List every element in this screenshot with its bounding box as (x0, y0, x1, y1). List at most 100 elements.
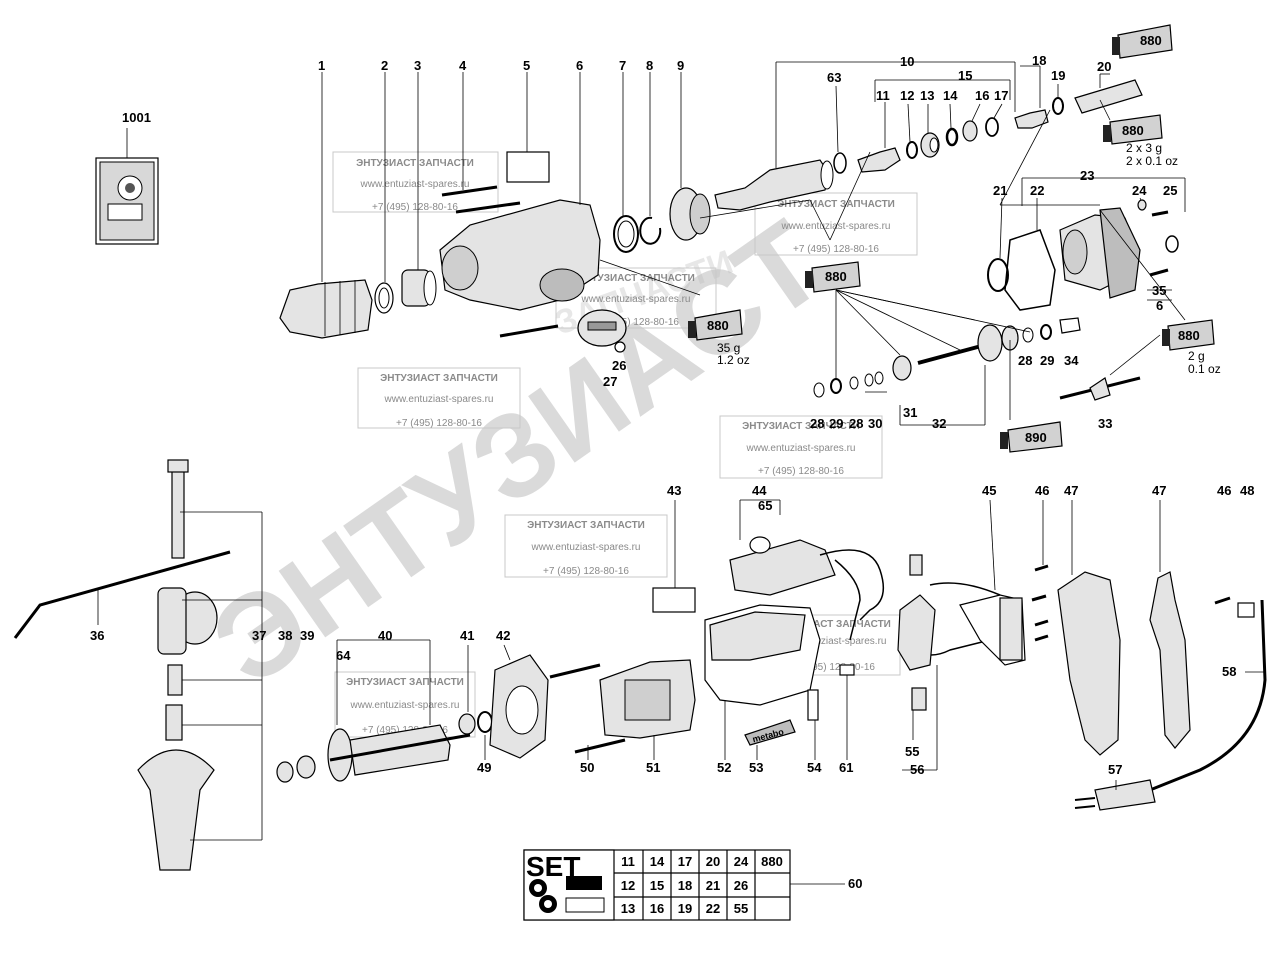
tube-label: 880 (1140, 33, 1162, 48)
leader-lines-grease (599, 99, 1186, 420)
part-7-washer (613, 72, 639, 253)
part-55-56-brush-holders (897, 554, 938, 771)
tube-label: 880 (707, 318, 729, 333)
label-16: 16 (975, 88, 989, 103)
note-qty: 2 x 0.1 oz (1126, 154, 1178, 168)
watermark-title: ЭНТУЗИАСТ ЗАПЧАСТИ (777, 199, 895, 210)
grease-tube: 880 (1162, 319, 1215, 351)
part-24-screw (1137, 197, 1147, 211)
part-10-spindle (714, 61, 1016, 211)
part-5-label (506, 72, 550, 183)
part-32-intermediate-shaft (899, 324, 1019, 426)
set-cell: 16 (650, 901, 664, 916)
label-25: 25 (1163, 183, 1177, 198)
watermark-title: ЭНТУЗИАСТ ЗАПЧАСТИ (577, 273, 695, 284)
part-28-29-30-washers (813, 324, 1052, 398)
part-63-washer (833, 85, 847, 174)
set-cell: 11 (621, 854, 635, 869)
set-cell: 21 (706, 878, 720, 893)
label-9: 9 (677, 58, 684, 73)
label-1001: 1001 (122, 110, 151, 125)
part-27-knob (577, 309, 627, 353)
part-44-switch-cover (729, 499, 836, 596)
note-qty: 2 g (1188, 349, 1205, 363)
set-cell: 15 (650, 878, 664, 893)
part-42-fan-guide (489, 644, 549, 759)
label-53: 53 (749, 760, 763, 775)
part-40-armature (327, 639, 471, 782)
label-33: 33 (1098, 416, 1112, 431)
label-32: 32 (932, 416, 946, 431)
watermark-title: ЭНТУЗИАСТ ЗАПЧАСТИ (356, 158, 474, 169)
watermark-box: ЭНТУЗИАСТ ЗАПЧАСТИ www.entuziast-spares.… (719, 415, 883, 479)
label-8: 8 (646, 58, 653, 73)
part-25-washers (1151, 210, 1179, 253)
label-38: 38 (278, 628, 292, 643)
part-19-oring (1052, 84, 1064, 115)
part-31-sleeve (892, 355, 912, 381)
part-16-ring (962, 103, 981, 142)
watermark-title: ЭНТУЗИАСТ ЗАПЧАСТИ (742, 421, 860, 432)
part-49-ring (477, 711, 493, 760)
part-22-gasket (1004, 198, 1056, 311)
watermark-box: ЭНТУЗИАСТ ЗАПЧАСТИ www.entuziast-spares.… (504, 514, 668, 578)
part-47-handle-right (1149, 500, 1191, 749)
note-qty: 1.2 oz (717, 353, 750, 367)
grease-tube: 880 (1103, 114, 1163, 145)
label-15: 15 (958, 68, 972, 83)
label-36: 36 (90, 628, 104, 643)
label-47b: 47 (1152, 483, 1166, 498)
label-61: 61 (839, 760, 853, 775)
label-60: 60 (848, 876, 862, 891)
watermark-title: ЭНТУЗИАСТ ЗАПЧАСТИ (346, 677, 464, 688)
watermark-phone: +7 (495) 128-80-16 (793, 244, 879, 255)
label-57: 57 (1108, 762, 1122, 777)
grease-tube: 880 (1112, 24, 1173, 59)
label-56: 56 (910, 762, 924, 777)
label-7: 7 (619, 58, 626, 73)
watermark-url: www.entuziast-spares.ru (384, 394, 494, 405)
label-45: 45 (982, 483, 996, 498)
set-table: SET 11 14 17 20 24 880 12 15 18 21 26 13… (523, 849, 845, 921)
part-43-label (652, 500, 696, 613)
watermark-box: ЭНТУЗИАСТ ЗАПЧАСТИ www.entuziast-spares.… (357, 367, 521, 429)
label-20: 20 (1097, 59, 1111, 74)
part-14-oring (945, 103, 959, 147)
watermark-box: ЭНТУЗИАСТ ЗАПЧАСТИ www.entuziast-spares.… (332, 151, 499, 213)
part-21-ring (987, 197, 1009, 292)
watermark-phone: +7 (495) 128-80-16 (789, 662, 875, 673)
label-23: 23 (1080, 168, 1094, 183)
label-26: 26 (612, 358, 626, 373)
part-47-handle-left (1057, 500, 1121, 756)
label-65: 65 (758, 498, 772, 513)
label-28b: 28 (810, 416, 824, 431)
watermark-phone: +7 (495) 128-80-16 (758, 466, 844, 477)
part-18-striker (1014, 65, 1049, 129)
watermark-box: ЭНТУЗИАСТ ЗАПЧАСТИ www.entuziast-spares.… (334, 671, 476, 738)
part-48-clamp (1237, 602, 1255, 618)
part-41-bearing (458, 645, 476, 735)
part-4-screws (441, 72, 559, 338)
label-5: 5 (523, 58, 530, 73)
set-cell: 14 (650, 854, 665, 869)
label-12: 12 (900, 88, 914, 103)
set-cell: 22 (706, 901, 720, 916)
part-46-screws (1031, 500, 1231, 642)
label-21: 21 (993, 183, 1007, 198)
set-cell: 18 (678, 878, 692, 893)
watermark-url: www.entuziast-spares.ru (746, 443, 856, 454)
label-47a: 47 (1064, 483, 1078, 498)
label-51: 51 (646, 760, 660, 775)
label-29a: 29 (1040, 353, 1054, 368)
part-number-labels: 1001 1 2 3 4 5 6 7 8 9 10 63 11 12 13 14… (90, 53, 1254, 891)
part-1-chuck (279, 72, 373, 339)
watermark-title: ЭНТУЗИАСТ ЗАПЧАСТИ (773, 619, 891, 630)
part-52-motor-housing (704, 604, 821, 760)
label-30: 30 (868, 416, 882, 431)
quantity-notes: 2 x 3 g 2 x 0.1 oz 35 g 1.2 oz 2 g 0.1 o… (717, 141, 1221, 376)
part-33-spindle-lock (1059, 376, 1141, 401)
grease-tube: 880 (688, 309, 743, 341)
set-cell: 26 (734, 878, 748, 893)
watermark-url: www.entuziast-spares.ru (781, 221, 891, 232)
